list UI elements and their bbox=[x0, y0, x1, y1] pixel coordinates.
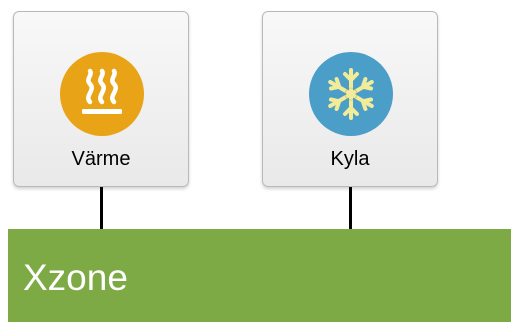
heating-label: Värme bbox=[71, 148, 131, 170]
zone-label: Xzone bbox=[23, 257, 128, 298]
cooling-device-card[interactable]: Kyla bbox=[262, 11, 438, 187]
heating-connector-line bbox=[100, 187, 103, 229]
snowflake-icon bbox=[309, 52, 393, 136]
cooling-connector-line bbox=[349, 187, 352, 229]
heating-device-card[interactable]: Värme bbox=[13, 11, 189, 187]
cooling-label: Kyla bbox=[330, 148, 370, 170]
heat-icon bbox=[60, 52, 144, 136]
zone-bar[interactable]: Xzone bbox=[8, 229, 511, 322]
